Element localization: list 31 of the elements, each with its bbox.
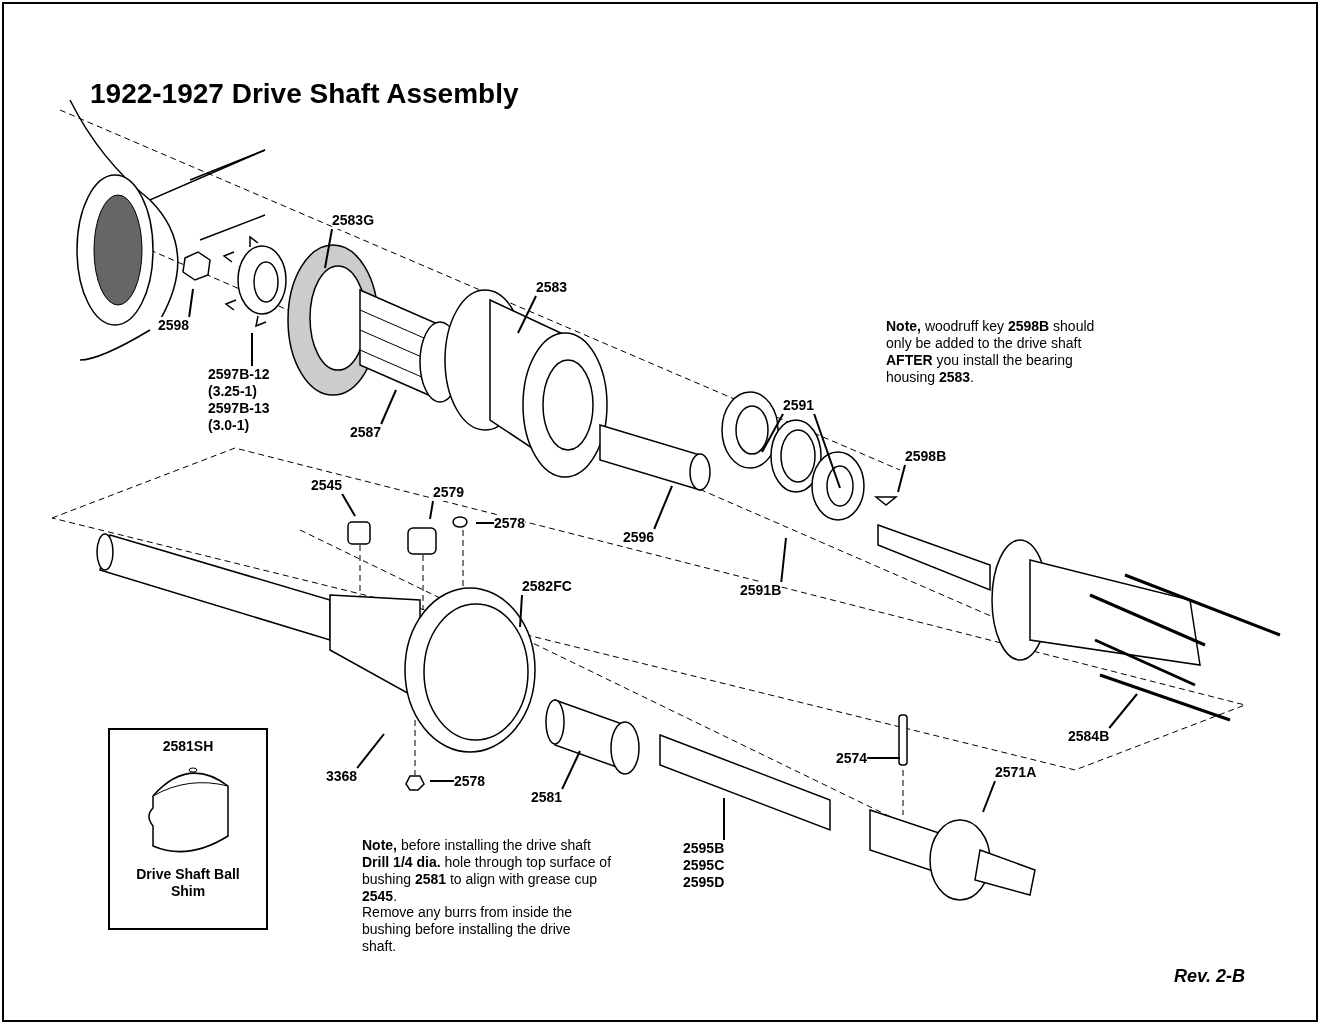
leader-line [188,288,194,318]
leader-line [982,780,996,813]
callout-number: 2581SH [161,738,215,756]
leader-line [723,797,725,841]
inset-panel [108,728,268,930]
leader-line [653,485,673,530]
diagram-title: 1922-1927 Drive Shaft Assembly [90,77,519,111]
revision-label: Rev. 2-B [1174,968,1246,985]
leader-line [519,594,523,628]
leader-line [761,413,784,453]
leader-line [324,228,333,269]
leader-line [429,500,434,520]
leader-line [813,413,841,489]
note-text: Note, woodruff key 2598B should only be added to the drive shaft AFTER you install the bearing housing 2583. [886,318,1096,386]
leader-line [356,733,385,769]
leader-line [897,464,906,493]
leader-line [866,757,901,759]
leader-line [1108,693,1138,729]
leader-line [517,295,537,334]
leader-line [429,780,455,782]
leader-line [475,522,495,524]
note-text: Note, before installing the drive shaft Drill 1/4 dia. hole through top surface of bushing 2581 to align with grease cup 2545. [362,837,613,905]
inset-caption: Drive Shaft Ball Shim [135,865,241,901]
leader-line [380,389,397,425]
callout-number: 2583G [332,212,375,229]
leader-line [780,537,787,583]
callout-number: 2579 [433,484,465,501]
note-text: Remove any burrs from inside the bushing before installing the drive shaft. [362,904,574,955]
leader-line [561,750,581,790]
leader-line [251,332,253,367]
leader-line [341,493,356,517]
